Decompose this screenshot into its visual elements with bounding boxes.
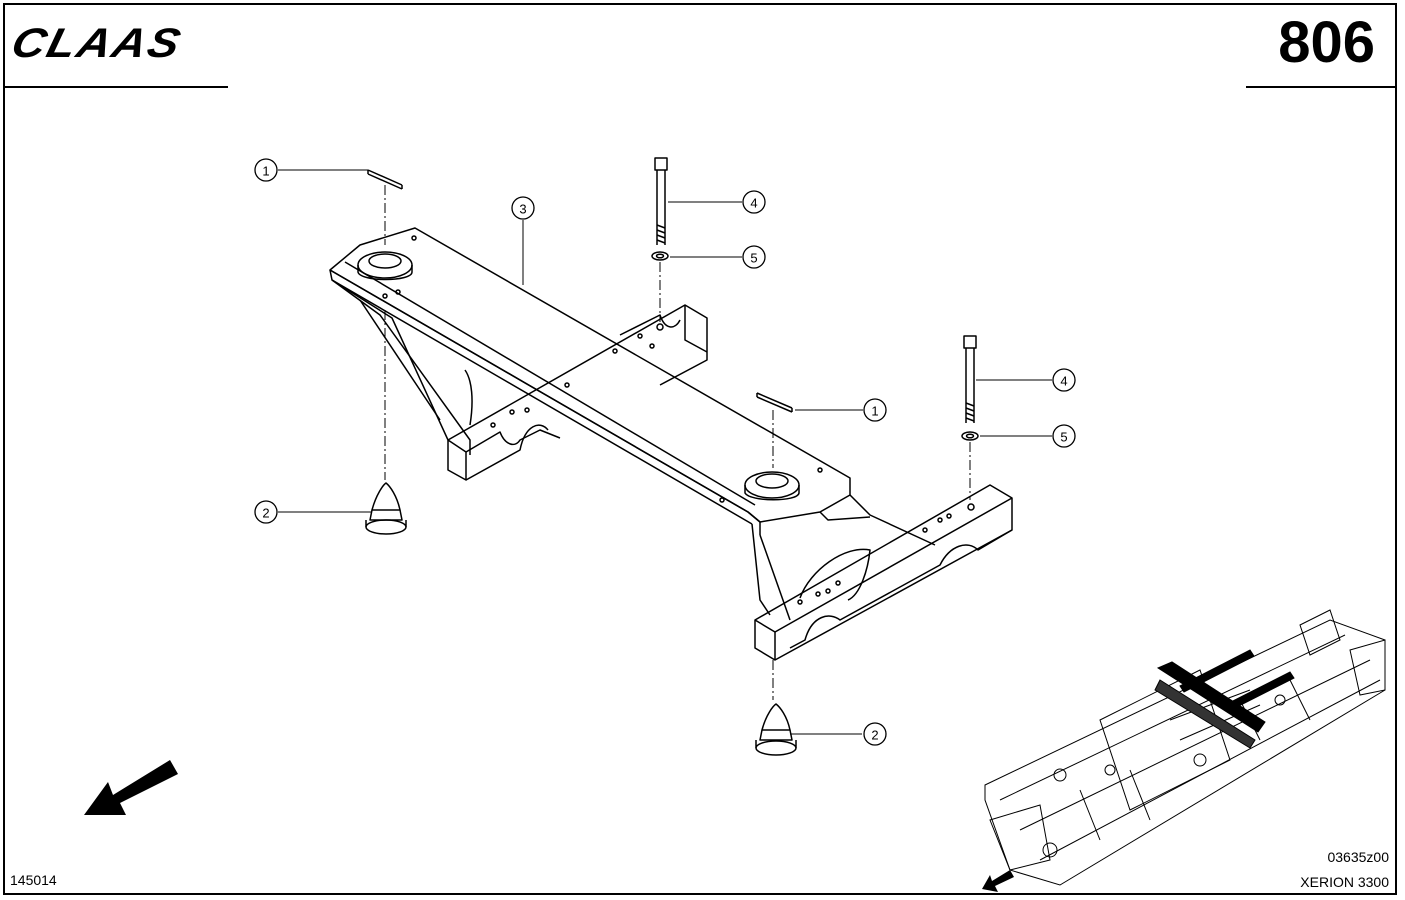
callout-1-top-left: 1	[254, 158, 278, 182]
callout-5-top: 5	[742, 245, 766, 269]
callout-label: 1	[871, 404, 878, 419]
cross-beam-part	[329, 227, 936, 621]
locator-arrow-icon	[982, 870, 1014, 892]
pin-part-top-left	[367, 169, 403, 190]
leader-lines	[278, 169, 1052, 735]
chassis-locator-image	[984, 609, 1386, 886]
bolt-part-right	[963, 335, 977, 423]
reference-code: 03635z00	[1327, 849, 1389, 865]
callout-2-right: 2	[863, 722, 887, 746]
rear-rail	[447, 304, 708, 481]
bolt-part-top	[654, 157, 668, 245]
callout-label: 5	[1060, 430, 1067, 445]
pin-part-middle	[756, 392, 793, 413]
cone-part-left	[365, 482, 407, 535]
logo-underline	[3, 86, 228, 88]
callout-4-top: 4	[742, 190, 766, 214]
callout-label: 2	[871, 728, 878, 743]
washer-part-top	[651, 251, 669, 261]
callout-label: 1	[262, 164, 269, 179]
front-rail	[754, 484, 1013, 661]
page-number: 806	[1278, 10, 1375, 75]
callout-label: 3	[519, 202, 526, 217]
callout-4-right: 4	[1052, 368, 1076, 392]
cone-part-right	[755, 703, 797, 756]
callout-label: 4	[750, 196, 757, 211]
callout-2-left: 2	[254, 500, 278, 524]
callout-group: 1 3 4 5 4 1 5 2	[254, 158, 1076, 746]
callout-1-middle: 1	[863, 398, 887, 422]
callout-label: 2	[262, 506, 269, 521]
page-frame	[3, 3, 1397, 895]
washer-part-right	[961, 431, 979, 441]
page-number-underline	[1246, 86, 1397, 88]
highlighted-beam-in-locator	[1154, 649, 1295, 749]
callout-5-right: 5	[1052, 424, 1076, 448]
callout-3: 3	[511, 196, 535, 220]
drawing-number: 145014	[10, 872, 57, 888]
model-name: XERION 3300	[1300, 874, 1389, 890]
alignment-axes	[384, 185, 971, 700]
callout-label: 4	[1060, 374, 1067, 389]
callout-label: 5	[750, 251, 757, 266]
direction-arrow-icon	[84, 760, 178, 815]
